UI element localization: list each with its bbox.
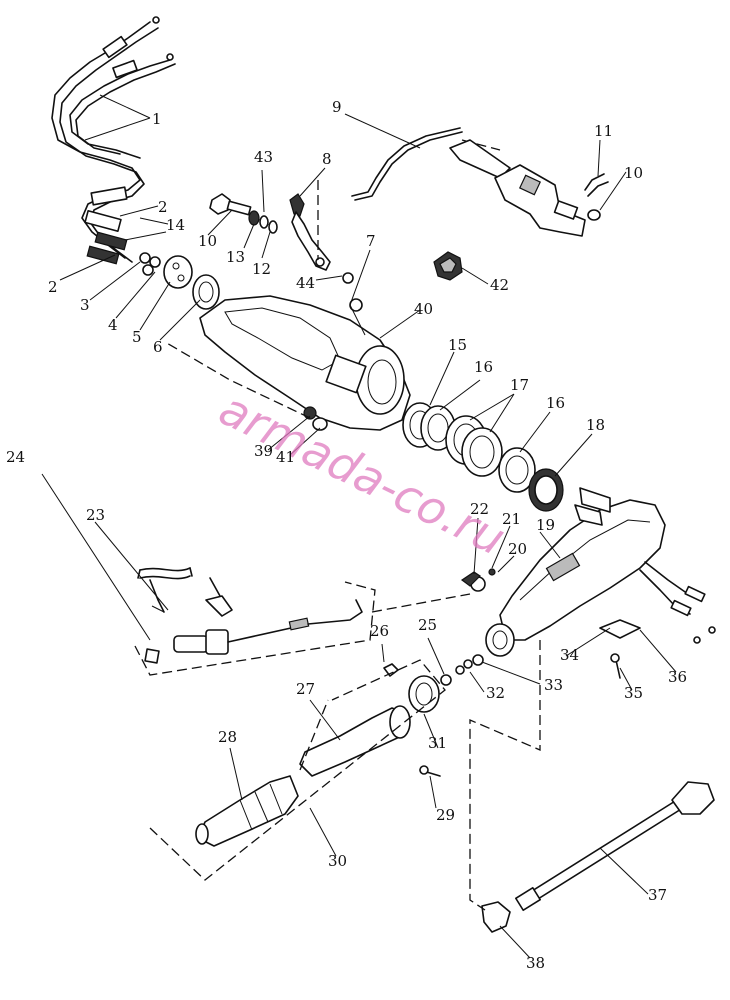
control-cables — [51, 16, 220, 310]
tiller-arm — [485, 487, 716, 679]
lanyard — [137, 567, 363, 664]
bolt-washer-set — [209, 193, 278, 234]
label-10a: 10 — [198, 232, 217, 250]
label-11: 11 — [594, 122, 613, 140]
label-13: 13 — [226, 248, 245, 266]
label-9: 9 — [332, 98, 342, 116]
label-32: 32 — [486, 684, 505, 702]
label-2a: 2 — [158, 198, 168, 216]
label-3: 3 — [80, 296, 90, 314]
label-26: 26 — [370, 622, 389, 640]
label-2b: 2 — [48, 278, 58, 296]
part-number-labels: 1 2 14 2 3 4 5 6 10 13 12 43 8 9 11 10 4… — [6, 98, 687, 972]
label-16b: 16 — [546, 394, 565, 412]
label-6: 6 — [153, 338, 163, 356]
small-hardware — [383, 654, 484, 777]
label-39: 39 — [254, 442, 273, 460]
label-21: 21 — [502, 510, 521, 528]
label-24: 24 — [6, 448, 25, 466]
label-44: 44 — [296, 274, 315, 292]
label-40: 40 — [414, 300, 433, 318]
label-8: 8 — [322, 150, 332, 168]
label-34: 34 — [560, 646, 579, 664]
label-36: 36 — [668, 668, 687, 686]
label-27: 27 — [296, 680, 315, 698]
label-19: 19 — [536, 516, 555, 534]
label-23: 23 — [86, 506, 105, 524]
label-28: 28 — [218, 728, 237, 746]
label-22: 22 — [470, 500, 489, 518]
label-41: 41 — [276, 448, 295, 466]
grip-cap — [433, 251, 463, 281]
stop-switch — [460, 568, 496, 592]
label-4: 4 — [108, 316, 118, 334]
label-43: 43 — [254, 148, 273, 166]
linkage-assembly — [449, 139, 609, 237]
label-15: 15 — [448, 336, 467, 354]
label-30: 30 — [328, 852, 347, 870]
label-12: 12 — [252, 260, 271, 278]
label-35: 35 — [624, 684, 643, 702]
assembly-outlines — [134, 180, 541, 911]
label-25: 25 — [418, 616, 437, 634]
label-17: 17 — [510, 376, 529, 394]
label-7: 7 — [366, 232, 376, 250]
label-1: 1 — [152, 110, 162, 128]
label-5: 5 — [132, 328, 142, 346]
label-31: 31 — [428, 734, 447, 752]
label-42: 42 — [490, 276, 509, 294]
label-16a: 16 — [474, 358, 493, 376]
label-18: 18 — [586, 416, 605, 434]
label-37: 37 — [648, 886, 667, 904]
shift-lever — [289, 193, 331, 271]
label-20: 20 — [508, 540, 527, 558]
label-10b: 10 — [624, 164, 643, 182]
label-33: 33 — [544, 676, 563, 694]
throttle-grip — [195, 675, 440, 847]
label-14: 14 — [166, 216, 185, 234]
washer-stack — [402, 402, 564, 512]
leader-lines — [41, 94, 677, 959]
tiller-bracket — [199, 272, 411, 431]
throttle-shaft — [481, 781, 715, 933]
label-29: 29 — [436, 806, 455, 824]
label-38: 38 — [526, 954, 545, 972]
